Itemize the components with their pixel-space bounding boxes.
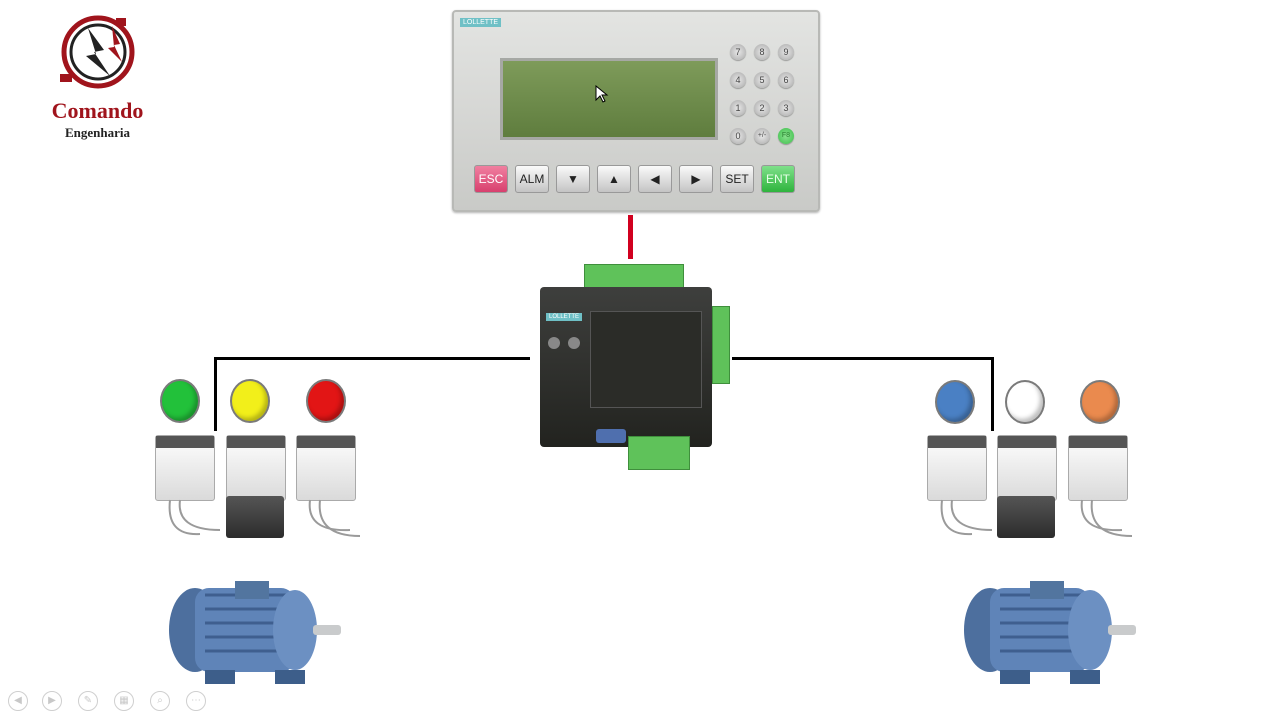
keypad-key-sign[interactable]: +/- [754, 128, 770, 144]
right-arrow-button[interactable]: ▶ [679, 165, 713, 193]
pen-icon[interactable]: ✎ [78, 691, 98, 711]
wiring-cables [168, 499, 361, 537]
up-arrow-button[interactable]: ▲ [597, 165, 631, 193]
right-bus-wire [732, 357, 994, 360]
keypad-key-0[interactable]: 0 [730, 128, 746, 144]
overload-relay [997, 496, 1055, 538]
right-drop-wire [991, 357, 994, 431]
serial-port-icon [596, 429, 626, 443]
plc-brand-label: LOLLETTE [546, 313, 583, 321]
overload-relay [226, 496, 284, 538]
keypad-key-1[interactable]: 1 [730, 100, 746, 116]
hmi-panel: LOLLETTE 7 8 9 4 5 6 1 2 3 0 +/- F8 ESC … [452, 10, 820, 212]
next-slide-icon[interactable]: ▶ [42, 691, 62, 711]
plc-board [590, 311, 702, 408]
esc-button[interactable]: ESC [474, 165, 508, 193]
hmi-display [500, 58, 718, 140]
ent-button[interactable]: ENT [761, 165, 795, 193]
keypad-key-9[interactable]: 9 [778, 44, 794, 60]
contactor [155, 435, 215, 501]
set-button[interactable]: SET [720, 165, 754, 193]
potentiometer-icon [548, 337, 560, 349]
pilot-lamp-white [1005, 380, 1045, 424]
zoom-icon[interactable]: ⌕ [150, 691, 170, 711]
slides-grid-icon[interactable]: ▦ [114, 691, 134, 711]
pilot-lamp-yellow [230, 379, 270, 423]
wiring-cables [940, 499, 1133, 537]
lightning-plug-icon [60, 15, 135, 89]
keypad-key-7[interactable]: 7 [730, 44, 746, 60]
electric-motor-icon [964, 581, 1136, 684]
contactor [1068, 435, 1128, 501]
alm-button[interactable]: ALM [515, 165, 549, 193]
keypad-key-6[interactable]: 6 [778, 72, 794, 88]
hmi-brand-label: LOLLETTE [460, 18, 502, 27]
pilot-lamp-green [160, 379, 200, 423]
mouse-cursor-icon [595, 85, 609, 103]
left-bus-wire [214, 357, 530, 360]
keypad-key-2[interactable]: 2 [754, 100, 770, 116]
plc-side-terminal [712, 306, 730, 384]
contactor [296, 435, 356, 501]
contactor [226, 435, 286, 501]
keypad-key-8[interactable]: 8 [754, 44, 770, 60]
left-arrow-button[interactable]: ◀ [638, 165, 672, 193]
keypad-key-3[interactable]: 3 [778, 100, 794, 116]
pilot-lamp-blue [935, 380, 975, 424]
keypad-key-f8[interactable]: F8 [778, 128, 794, 144]
left-drop-wire [214, 357, 217, 431]
pilot-lamp-orange [1080, 380, 1120, 424]
company-logo [30, 14, 170, 144]
pilot-lamp-red [306, 379, 346, 423]
down-arrow-button[interactable]: ▼ [556, 165, 590, 193]
contactor [927, 435, 987, 501]
keypad-key-5[interactable]: 5 [754, 72, 770, 88]
contactor [997, 435, 1057, 501]
logo-subtitle: Engenharia [64, 125, 130, 140]
plc-controller: LOLLETTE [540, 287, 712, 447]
plc-bottom-terminal [628, 436, 690, 470]
previous-slide-icon[interactable]: ◀ [8, 691, 28, 711]
logo-title: Comando [51, 98, 144, 123]
more-options-icon[interactable]: ⋯ [186, 691, 206, 711]
potentiometer-icon [568, 337, 580, 349]
keypad-key-4[interactable]: 4 [730, 72, 746, 88]
electric-motor-icon [169, 581, 341, 684]
communication-link [628, 215, 633, 259]
